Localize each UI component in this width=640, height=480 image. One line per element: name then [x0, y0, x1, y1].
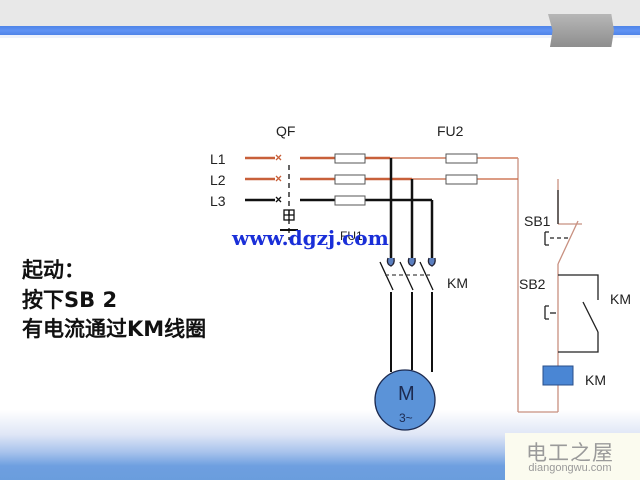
label-fu1: FU1 [340, 229, 363, 243]
label-l3: L3 [210, 193, 226, 209]
slide-tab-chevron [548, 14, 614, 47]
header-band [0, 0, 640, 26]
label-km-coil: KM [585, 372, 606, 388]
label-km-main: KM [447, 275, 468, 291]
header-stripe-shadow [0, 35, 640, 38]
caption-line-2: 按下SB 2 [22, 288, 118, 312]
motor-feeders [389, 158, 414, 262]
label-fu2: FU2 [437, 123, 464, 139]
corner-watermark-cn: 电工之屋 [526, 441, 614, 465]
caption-line-1: 起动： [22, 258, 85, 282]
fu2-fuses [445, 153, 478, 185]
label-sb1: SB1 [524, 213, 551, 229]
corner-watermark-en: diangongwu.com [528, 462, 612, 474]
label-km-aux: KM [610, 291, 631, 307]
label-sb2: SB2 [519, 276, 546, 292]
header-accent-stripe [0, 26, 640, 35]
motor-phase-label: 3~ [399, 411, 413, 425]
label-qf: QF [276, 123, 296, 139]
label-l1: L1 [210, 151, 226, 167]
site-watermark: www.dgzj.com [232, 226, 389, 250]
motor-circle [374, 369, 436, 431]
label-l2: L2 [210, 172, 226, 188]
control-black [544, 190, 599, 353]
qf-breaker [275, 154, 298, 240]
km-main-contacts [379, 257, 436, 372]
fu1-fuses [334, 153, 366, 206]
line-l3 [245, 198, 434, 260]
motor-label: M [398, 383, 415, 405]
caption-line-3: 有电流通过KM线圈 [22, 317, 207, 341]
corner-watermark-box [505, 433, 640, 480]
km-coil [542, 365, 574, 386]
